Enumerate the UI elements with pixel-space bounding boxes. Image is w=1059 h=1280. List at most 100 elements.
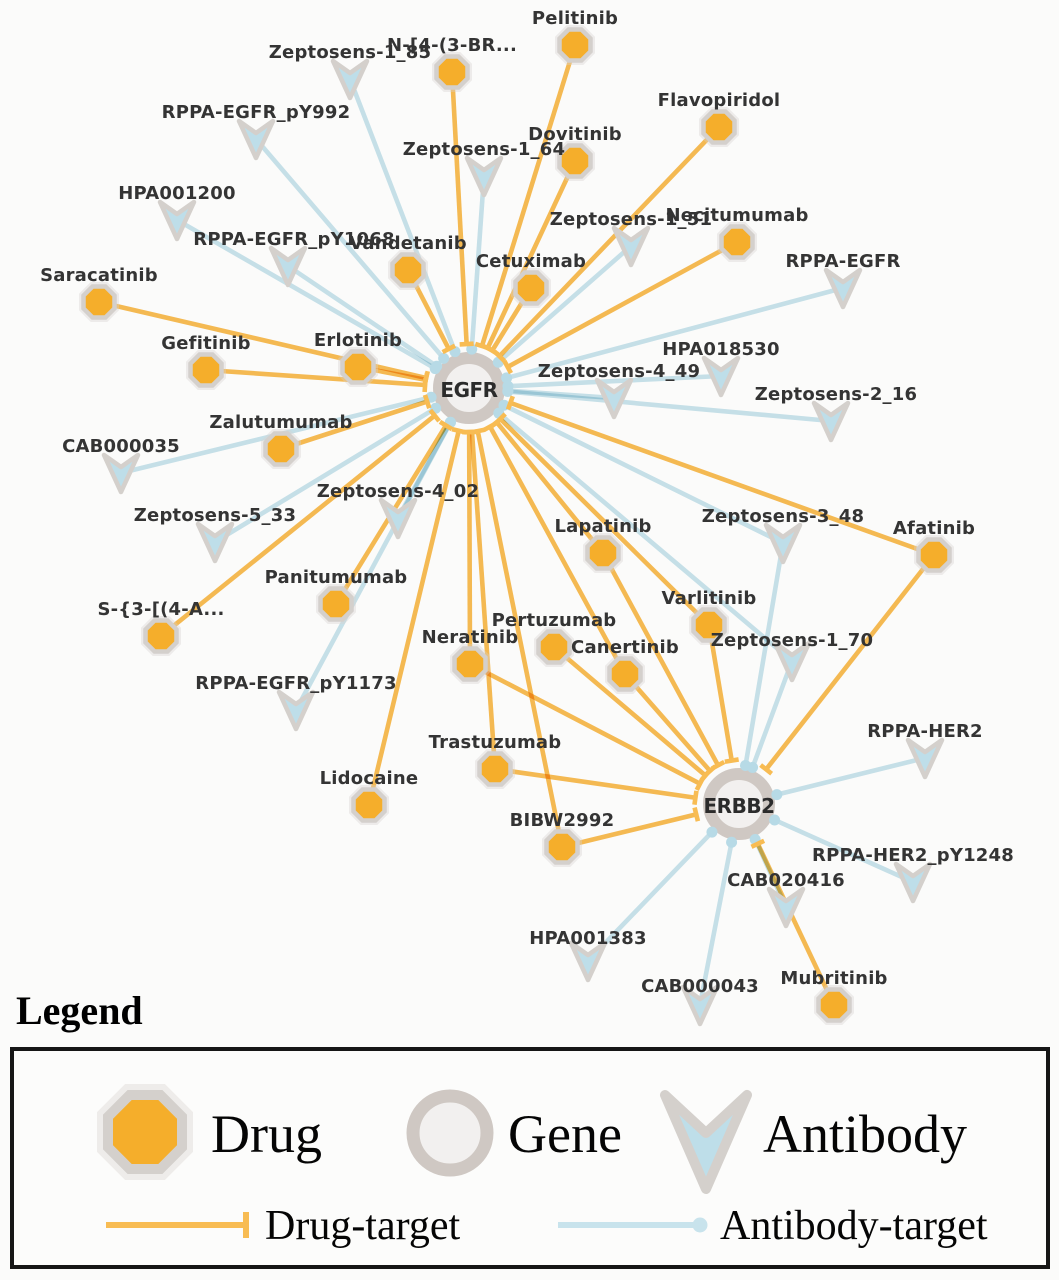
node-label-BIBW2992: BIBW2992 bbox=[510, 810, 615, 831]
edge-dot-Zeptosens-1_64-EGFR bbox=[466, 343, 478, 355]
edge-antibody-target-Zeptosens-3_48-EGFR bbox=[502, 403, 785, 546]
antibody-node-Zeptosens-1_51 bbox=[611, 225, 651, 268]
edge-antibody-target-CAB000043-ERBB2 bbox=[697, 841, 734, 1006]
drug-node-Necitumumab bbox=[717, 222, 757, 262]
drug-octagon bbox=[351, 787, 387, 823]
antibody-node-Zeptosens-4_49 bbox=[594, 377, 634, 420]
antibody-chevron bbox=[195, 521, 235, 564]
legend-drug-target-icon bbox=[106, 1212, 249, 1238]
drug-node-Pelitinib bbox=[555, 25, 595, 65]
edge-antibody-target-Zeptosens-1_51-EGFR bbox=[496, 244, 633, 365]
edge-dot-RPPA-HER2_pY1248-ERBB2 bbox=[769, 814, 781, 826]
edge-drug-target-Varlitinib-ERBB2 bbox=[706, 624, 734, 761]
edges-layer bbox=[98, 44, 936, 1006]
legend-drug-label: Drug bbox=[211, 1104, 322, 1164]
edge-dot-Zeptosens-2_16-EGFR bbox=[502, 386, 514, 398]
drug-node-Varlitinib bbox=[689, 605, 729, 645]
antibody-node-CAB020416 bbox=[766, 886, 806, 929]
drug-node-Cetuximab bbox=[511, 268, 551, 308]
drug-octagon bbox=[916, 537, 952, 573]
drug-node-Lidocaine bbox=[349, 785, 389, 825]
node-label-RPPA-HER2: RPPA-HER2 bbox=[867, 721, 983, 742]
antibody-node-Zeptosens-1_70 bbox=[772, 640, 812, 683]
drug-node-NBR bbox=[432, 52, 472, 92]
legend-antibody-label: Antibody bbox=[763, 1104, 968, 1164]
edge-drug-target-BIBW2992-ERBB2 bbox=[561, 812, 697, 850]
antibody-node-Zeptosens-5_33 bbox=[195, 521, 235, 564]
edge-dot-HPA001383-ERBB2 bbox=[706, 826, 718, 838]
node-label-Zeptosens-4_02: Zeptosens-4_02 bbox=[317, 481, 479, 502]
nodes-layer bbox=[79, 25, 954, 1027]
edge-drug-target-Necitumumab-EGFR bbox=[506, 239, 739, 369]
gene-node-EGFR bbox=[427, 346, 511, 430]
legend-gene-label: Gene bbox=[508, 1104, 622, 1164]
antibody-chevron bbox=[268, 245, 308, 288]
node-label-Pertuzumab: Pertuzumab bbox=[492, 610, 617, 631]
edge-tee-Vandetanib-EGFR bbox=[441, 343, 457, 355]
edge-drug-target-Mubritinib-ERBB2 bbox=[755, 842, 837, 1006]
edge-drug-target-Afatinib-ERBB2 bbox=[764, 553, 936, 771]
drug-node-Erlotinib bbox=[338, 347, 378, 387]
drug-node-Zalutumumab bbox=[261, 429, 301, 469]
antibody-node-RPPA-EGFR_pY1068 bbox=[268, 245, 308, 288]
edge-drug-target-Neratinib-ERBB2 bbox=[468, 661, 702, 786]
edge-drug-target-Varlitinib-EGFR bbox=[498, 417, 711, 627]
labels-layer: EGFRERBB2Zeptosens-1_85RPPA-EGFR_pY992HP… bbox=[40, 8, 1014, 997]
antibody-chevron bbox=[157, 199, 197, 242]
antibody-node-RPPA-EGFR bbox=[823, 267, 863, 310]
edge-drug-target-Afatinib-EGFR bbox=[509, 400, 935, 558]
gene-nodes-layer bbox=[427, 346, 781, 846]
antibody-node-Zeptosens-2_16 bbox=[811, 400, 851, 443]
drug-octagon bbox=[390, 252, 426, 288]
antibody-chevron bbox=[680, 984, 720, 1027]
edge-endings-layer bbox=[422, 341, 783, 849]
drug-node-Neratinib bbox=[450, 644, 490, 684]
edge-tee-Necitumumab-EGFR bbox=[502, 359, 514, 375]
edge-dot-CAB000043-ERBB2 bbox=[726, 836, 738, 848]
edge-antibody-target-Zeptosens-1_85-EGFR bbox=[347, 78, 458, 353]
drug-octagon bbox=[585, 535, 621, 571]
node-label-HPA018530: HPA018530 bbox=[662, 339, 779, 360]
antibody-chevron bbox=[893, 861, 933, 904]
edge-tee-Varlitinib-EGFR bbox=[493, 412, 507, 426]
antibody-chevron bbox=[464, 155, 504, 198]
node-label-Gefitinib: Gefitinib bbox=[161, 333, 250, 354]
edge-drug-target-Canertinib-ERBB2 bbox=[623, 672, 712, 773]
edge-drug-target-NBR-EGFR bbox=[449, 71, 469, 345]
edge-tee-Panitumumab-EGFR bbox=[438, 419, 454, 432]
edge-antibody-target-HPA001200-EGFR bbox=[175, 218, 437, 371]
antibody-node-RPPA-EGFR_pY1173 bbox=[276, 689, 316, 732]
node-label-Varlitinib: Varlitinib bbox=[662, 588, 757, 609]
drug-octagon bbox=[263, 431, 299, 467]
antibody-node-HPA001200 bbox=[157, 199, 197, 242]
edge-antibody-target-RPPA-EGFR_pY1173-EGFR bbox=[293, 421, 453, 712]
edge-tee-NBR-EGFR bbox=[459, 341, 474, 347]
antibody-chevron bbox=[568, 940, 608, 983]
antibody-chevron bbox=[276, 689, 316, 732]
edge-drug-target-Gefitinib-EGFR bbox=[205, 367, 426, 388]
edge-drug-target-Zalutumumab-EGFR bbox=[280, 399, 428, 452]
antibody-chevron bbox=[378, 497, 418, 540]
antibody-chevron bbox=[594, 377, 634, 420]
drug-node-Mubritinib bbox=[814, 985, 854, 1025]
antibody-node-RPPA-HER2 bbox=[905, 737, 945, 780]
gene-node-ERBB2 bbox=[697, 762, 781, 846]
node-label-RPPA-HER2_pY1248: RPPA-HER2_pY1248 bbox=[812, 845, 1014, 866]
drug-octagon bbox=[434, 54, 470, 90]
drug-node-Lapatinib bbox=[583, 533, 623, 573]
node-label-Zeptosens-1_85: Zeptosens-1_85 bbox=[269, 42, 431, 63]
edge-dot-RPPA-EGFR_pY1068-EGFR bbox=[431, 360, 443, 372]
node-label-Zeptosens-1_51: Zeptosens-1_51 bbox=[550, 209, 712, 230]
node-label-CAB000043: CAB000043 bbox=[641, 976, 759, 997]
antibody-node-Zeptosens-3_48 bbox=[763, 522, 803, 565]
edge-antibody-target-RPPA-HER2_pY1248-ERBB2 bbox=[773, 817, 914, 885]
node-label-Flavopiridol: Flavopiridol bbox=[658, 90, 781, 111]
drug-node-Dovitinib bbox=[555, 141, 595, 181]
drug-octagon bbox=[701, 109, 737, 145]
antibody-chevron bbox=[772, 640, 812, 683]
edge-tee-Canertinib-EGFR bbox=[482, 421, 498, 432]
node-label-Lidocaine: Lidocaine bbox=[320, 768, 419, 789]
drug-node-Canertinib bbox=[605, 654, 645, 694]
node-label-RPPA-EGFR_pY1173: RPPA-EGFR_pY1173 bbox=[195, 673, 396, 694]
